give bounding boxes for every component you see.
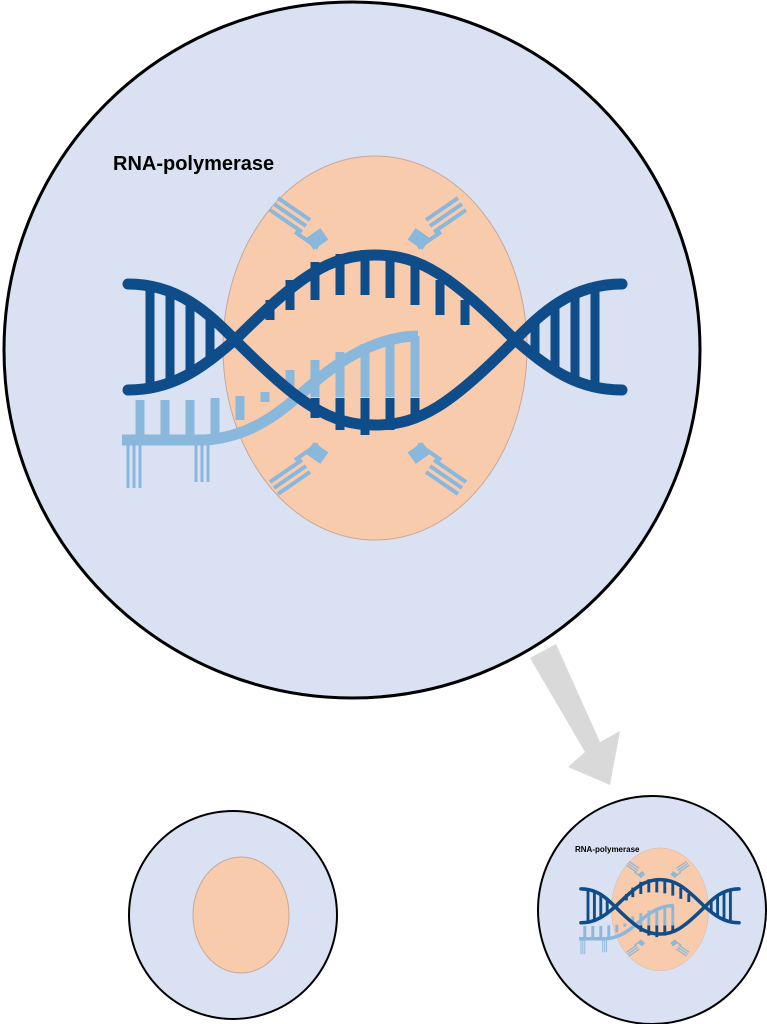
cell-after: RNA-polymerase: [537, 795, 767, 1024]
rna-polymerase-label: RNA-polymerase: [113, 153, 274, 175]
rna-polymerase-label-small: RNA-polymerase: [575, 845, 640, 854]
zoom-arrow: [530, 644, 620, 785]
nucleus-before: [192, 856, 290, 974]
cell-before: [128, 810, 338, 1020]
